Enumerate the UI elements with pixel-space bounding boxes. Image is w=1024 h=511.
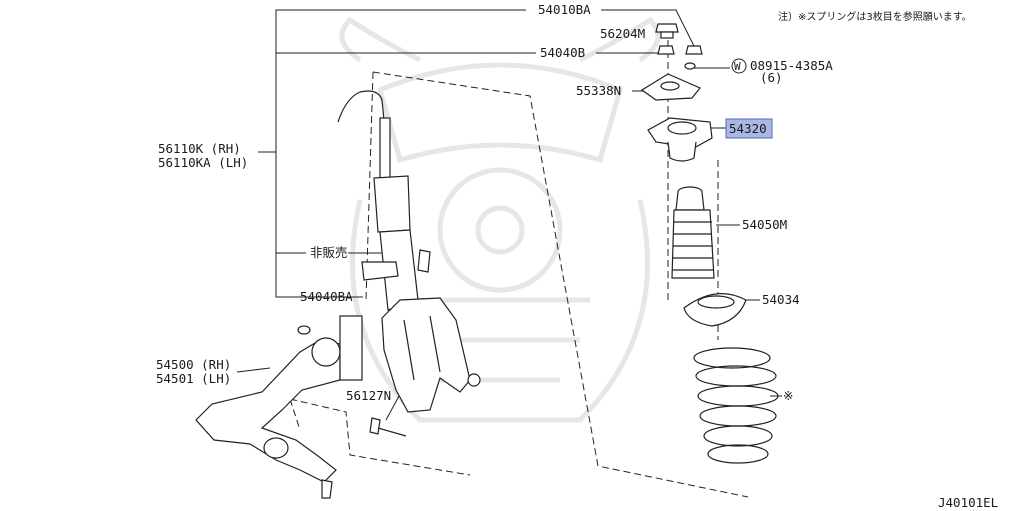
leader-54500 [236,367,271,373]
label-54500-rh: 54500 (RH) [156,357,231,372]
watermark-emblem [339,16,661,423]
label-56127N: 56127N [346,388,391,403]
label-54050M: 54050M [742,217,787,232]
mount-insulator-55338N [640,73,701,101]
label-nonsale: 非販売 [310,245,348,260]
label-54501-lh: 54501 (LH) [156,371,231,386]
bump-boot-54050M [671,186,715,279]
label-08915-group: W 08915-4385A (6) [731,58,833,85]
upper-mount-nut [655,23,679,39]
label-08915-prefix: W [734,60,741,73]
lower-arm-bolt-outline-2 [289,398,301,431]
label-55338N: 55338N [576,83,621,98]
spring-seat-54034 [683,293,747,327]
leader-bracket-main [275,9,526,298]
label-56110K-rh: 56110K (RH) [158,141,241,156]
strut-nut-54040B [657,45,703,55]
label-56204M: 56204M [600,26,645,41]
highlight-box-54320[interactable] [725,118,773,139]
strut-assembly-outline [372,71,749,498]
label-spring-star: ※ [783,388,793,403]
label-54040BA: 54040BA [300,289,353,304]
strut-shock-absorber-56110K [337,90,431,311]
diagram-code: J40101EL [938,495,998,510]
coil-spring [693,347,779,464]
label-54034: 54034 [762,292,800,307]
label-54320-highlight-group[interactable]: 54320 [725,118,773,139]
label-54040B: 54040B [540,45,585,60]
label-08915-qty: (6) [760,70,783,85]
strut-mount-54320 [647,117,713,162]
leader-54010BA-right [601,9,695,47]
label-08915: 08915-4385A [750,58,833,73]
lower-control-arm-54500 [195,315,363,499]
label-56110KA-lh: 56110KA (LH) [158,155,248,170]
bolt-56127N [369,417,407,437]
leader-56127N [385,395,400,421]
steering-knuckle [381,297,481,413]
washer-symbol-icon [731,58,747,74]
lower-arm-bolt-outline [289,398,471,476]
washer-08915 [684,62,696,70]
spring-reference-note: 注）※スプリングは3枚目を参照願います。 [778,10,972,23]
label-54320[interactable]: 54320 [729,121,767,136]
label-54010BA: 54010BA [538,2,591,17]
